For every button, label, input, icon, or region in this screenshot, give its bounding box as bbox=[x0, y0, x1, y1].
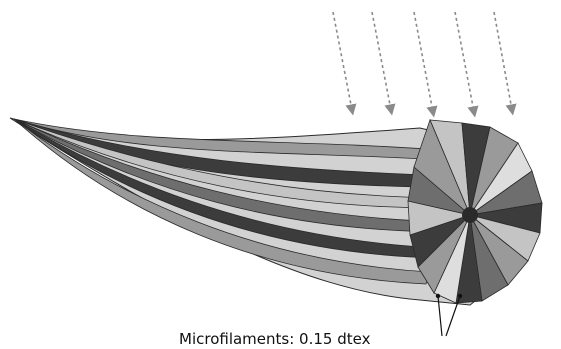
incoming-arrow-2 bbox=[372, 12, 391, 110]
incoming-arrow-3 bbox=[414, 12, 433, 112]
cross-section bbox=[408, 120, 542, 303]
incoming-arrow-5 bbox=[494, 12, 512, 110]
incoming-arrows bbox=[333, 12, 512, 112]
fiber-core bbox=[462, 207, 478, 223]
figure-caption: Microfilaments: 0.15 dtex bbox=[179, 330, 371, 348]
incoming-arrow-1 bbox=[333, 12, 352, 110]
pointer-dot-2 bbox=[458, 294, 462, 298]
fiber-bundle bbox=[10, 118, 542, 305]
pointer-dot-1 bbox=[436, 294, 440, 298]
incoming-arrow-4 bbox=[455, 12, 474, 112]
